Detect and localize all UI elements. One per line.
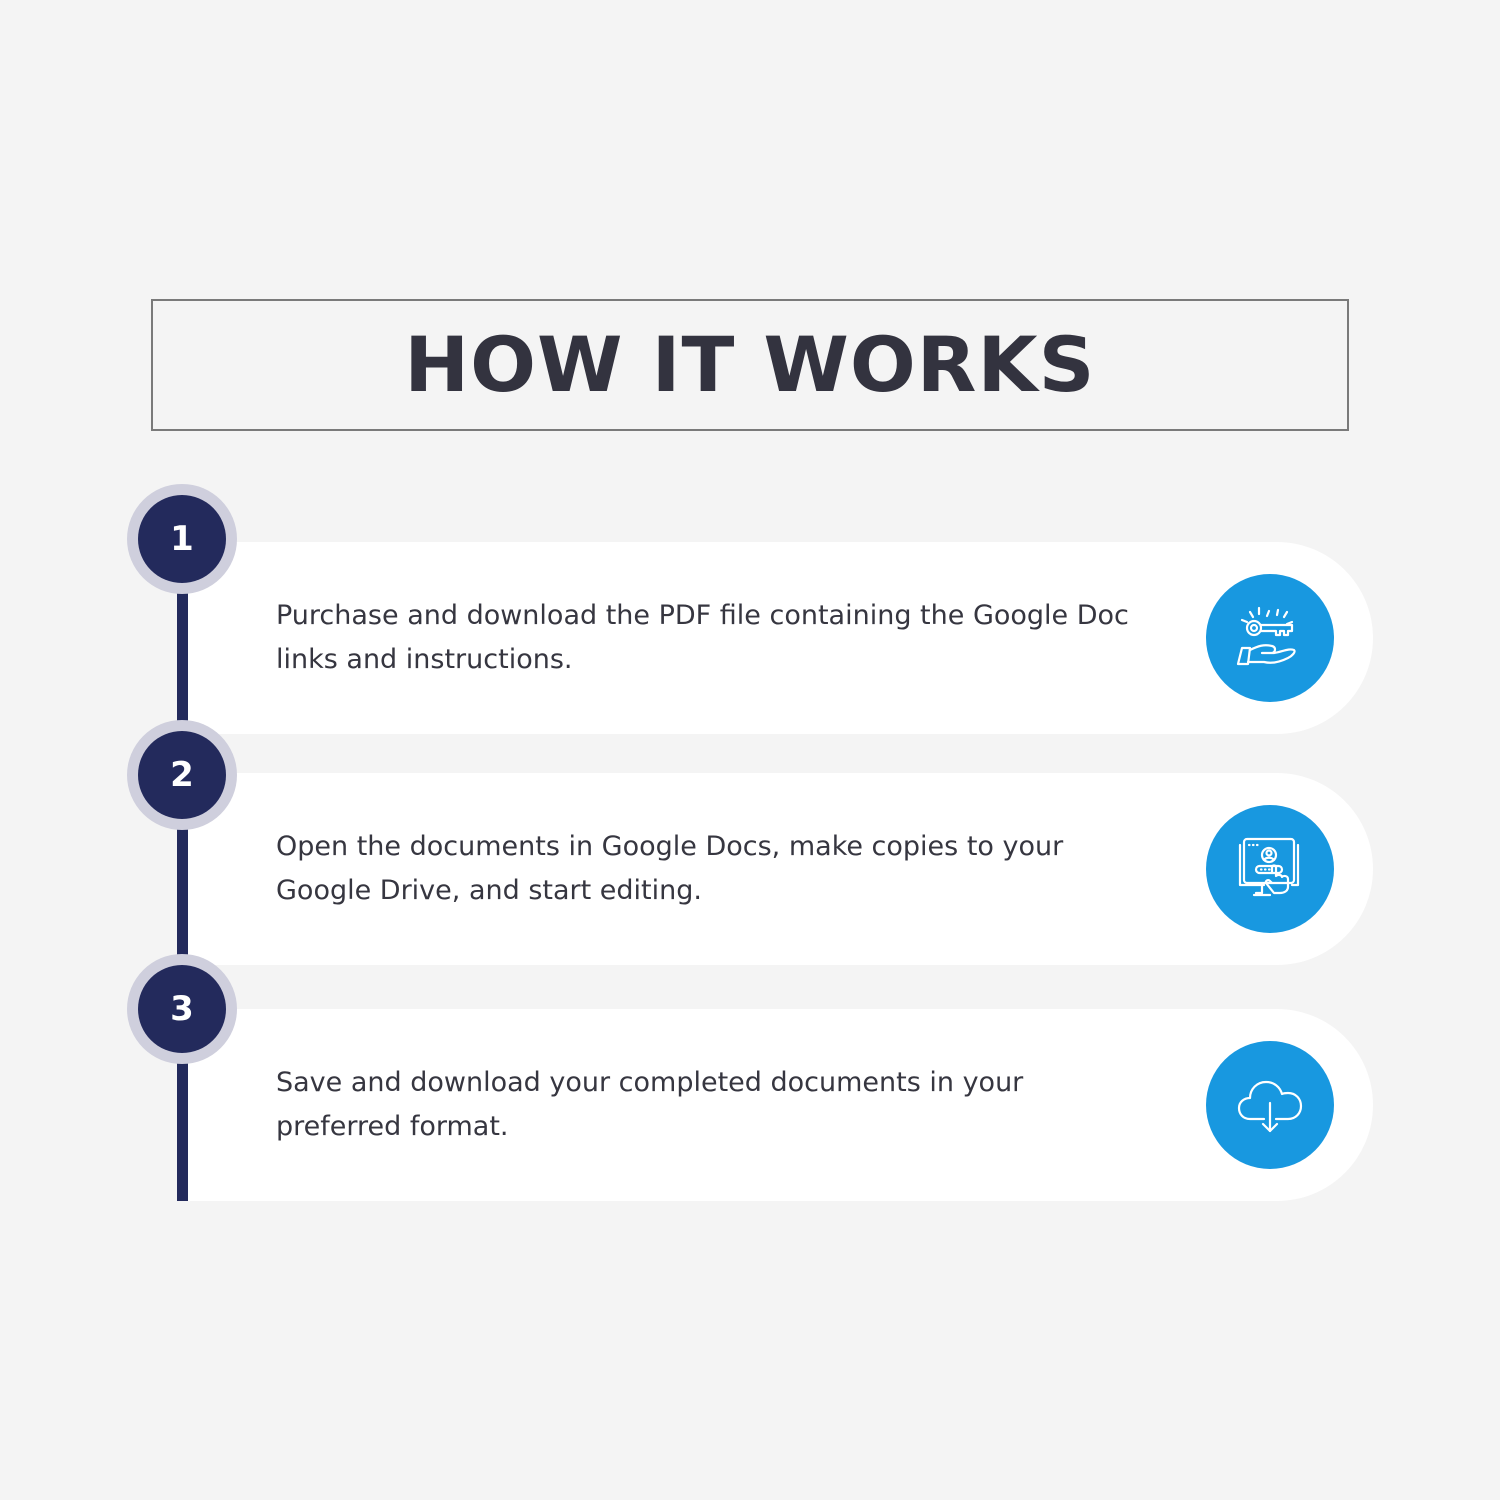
computer-login-click-icon (1206, 805, 1334, 933)
key-in-hand-icon (1206, 574, 1334, 702)
step-badge-2: 2 (127, 720, 237, 830)
step-badge-3: 3 (127, 954, 237, 1064)
step-number-1: 1 (138, 495, 226, 583)
step-3-text: Save and download your completed documen… (276, 1067, 1024, 1142)
timeline-line (177, 540, 188, 1201)
title-box: HOW IT WORKS (151, 299, 1349, 431)
cloud-download-icon (1206, 1041, 1334, 1169)
step-number-2: 2 (138, 731, 226, 819)
step-2-text: Open the documents in Google Docs, make … (276, 831, 1064, 906)
step-card-3: Save and download your completed documen… (182, 1009, 1373, 1201)
page-title: HOW IT WORKS (404, 320, 1096, 409)
step-number-3: 3 (138, 965, 226, 1053)
step-card-2: Open the documents in Google Docs, make … (182, 773, 1373, 965)
step-1-text: Purchase and download the PDF file conta… (276, 600, 1129, 675)
step-badge-1: 1 (127, 484, 237, 594)
step-card-1: Purchase and download the PDF file conta… (182, 542, 1373, 734)
